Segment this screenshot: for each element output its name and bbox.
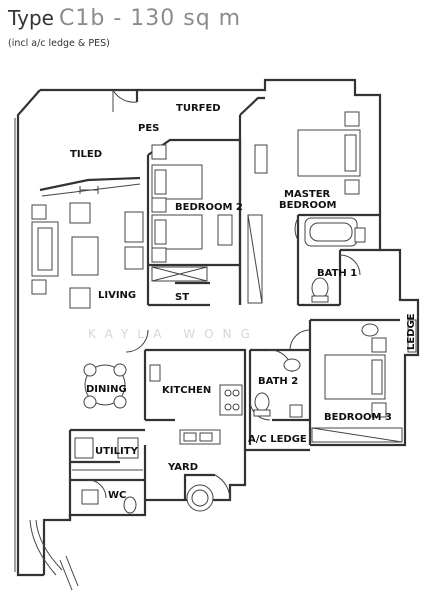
room-label-ledge: LEDGE xyxy=(406,313,417,350)
room-label-bath-1: BATH 1 xyxy=(317,268,357,279)
room-label-utility: UTILITY xyxy=(95,446,139,457)
room-label-dining: DINING xyxy=(86,384,127,395)
room-label-master-line1: MASTER xyxy=(284,189,331,200)
type-prefix: Type xyxy=(8,6,54,30)
page-title: Type C1b - 130 sq m xyxy=(8,6,241,31)
room-label-turfed: TURFED xyxy=(176,103,221,114)
room-label-kitchen: KITCHEN xyxy=(162,385,211,396)
watermark: KAYLA WONG xyxy=(88,327,259,341)
unit-name: C1b - 130 sq m xyxy=(59,6,242,31)
room-label-master-line2: BEDROOM xyxy=(279,200,336,211)
furniture xyxy=(31,111,417,514)
room-label-living: LIVING xyxy=(98,290,136,301)
room-label-ac-ledge: A/C LEDGE xyxy=(248,434,307,445)
area-note: (incl a/c ledge & PES) xyxy=(8,38,110,49)
room-label-bedroom-3: BEDROOM 3 xyxy=(324,412,392,423)
room-label-bath-2: BATH 2 xyxy=(258,376,298,387)
room-label-wc: WC xyxy=(108,490,126,501)
room-label-pes: PES xyxy=(138,123,159,134)
room-label-yard: YARD xyxy=(167,462,198,473)
room-label-tiled: TILED xyxy=(70,149,102,160)
room-label-bedroom-2: BEDROOM 2 xyxy=(175,202,243,213)
room-label-st: ST xyxy=(175,292,189,303)
